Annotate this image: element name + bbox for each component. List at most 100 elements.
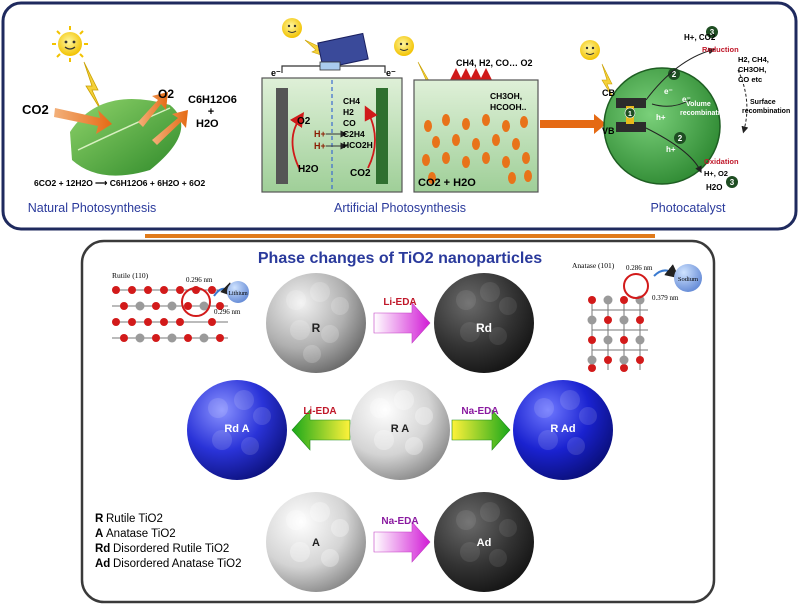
o2-out-arrow	[138, 92, 168, 127]
anatase-lattice: Anatase (101) 0.286 nm 0.379 nm Sodium	[572, 261, 702, 372]
electron-label: e⁻	[682, 95, 691, 104]
lithium-ion-icon	[227, 281, 249, 303]
vb-label: VB	[602, 126, 615, 136]
cb-label: CB	[602, 88, 615, 98]
sphere-label: R	[312, 321, 321, 335]
lattice-highlight-ring	[181, 287, 211, 317]
sphere-disordered-anatase: Ad	[434, 492, 534, 592]
anatase-label: Anatase (101)	[572, 261, 615, 270]
sphere-rutile-disordered-anatase: R Ad	[513, 380, 613, 480]
sphere-label: Rd A	[224, 423, 249, 435]
electron-label: e⁻	[664, 87, 673, 96]
rutile-distance-1: 0.296 nm	[186, 276, 213, 284]
cell-h-plus-1: H+	[314, 129, 326, 139]
natural-photosynthesis-title: Natural Photosynthesis	[28, 201, 157, 215]
rutile-lattice: Rutile (110) 0.296 nm 0.296 nm Lithium	[112, 271, 249, 343]
step-number: 2	[678, 134, 683, 143]
legend-text: Disordered Rutile TiO2	[113, 543, 229, 555]
reduction-product: CO etc	[738, 75, 762, 84]
natural-equation: 6CO2 + 12H2O ⟶ C6H12O6 + 6H2O + 6O2	[34, 178, 205, 188]
sodium-ion-icon	[674, 264, 702, 292]
legend-symbol: A	[95, 528, 103, 540]
photocatalyst-group: CB VB 1 2 2 3 3 e⁻ e⁻ h+ h+ H+, CO2 Redu…	[580, 26, 790, 215]
surface-recombination-2: recombination	[742, 108, 790, 115]
photocatalyst-water: H2O	[706, 183, 722, 192]
sphere-disordered-rutile-anatase: Rd A	[187, 380, 287, 480]
natural-plus-label: +	[208, 106, 214, 118]
sphere-label: A	[312, 537, 320, 549]
reduction-product: CH3OH,	[738, 65, 766, 74]
legend-text: Rutile TiO2	[106, 513, 163, 525]
legend-item: Ad Disordered Anatase TiO2	[95, 558, 242, 570]
hole-label: h+	[666, 145, 676, 154]
sun-icon	[580, 40, 600, 60]
suspension-inputs: CO2 + H2O	[418, 177, 476, 189]
photocatalyst-top-label: H+, CO2	[684, 33, 716, 42]
phase-legend: R Rutile TiO2 A Anatase TiO2 Rd Disorder…	[95, 513, 242, 570]
anode-electrode	[276, 88, 288, 184]
volume-recombination-2: recombination	[680, 110, 728, 117]
legend-item: R Rutile TiO2	[95, 513, 163, 525]
valence-band	[616, 122, 646, 132]
anatase-distance-2: 0.379 nm	[652, 294, 679, 302]
reduction-label: Reduction	[702, 45, 739, 54]
reaction-arrow-li-1	[373, 302, 431, 344]
legend-symbol: Rd	[95, 543, 110, 555]
oxidation-products: H+, O2	[704, 169, 728, 178]
legend-item: A Anatase TiO2	[95, 528, 176, 540]
legend-symbol: R	[95, 513, 104, 525]
step-number: 3	[730, 178, 735, 187]
photocatalyst-title: Photocatalyst	[650, 201, 726, 215]
natural-o2-label: O2	[158, 87, 174, 101]
suspension-liquid-1: CH3OH,	[490, 91, 522, 101]
phase-changes-title: Phase changes of TiO2 nanoparticles	[258, 250, 542, 267]
legend-symbol: Ad	[95, 558, 110, 570]
cell-co2: CO2	[350, 168, 371, 179]
natural-co2-label: CO2	[22, 102, 49, 117]
cell-o2: O2	[297, 116, 311, 127]
anatase-distance-1: 0.286 nm	[626, 264, 653, 272]
legend-item: Rd Disordered Rutile TiO2	[95, 543, 229, 555]
reagent-label: Na-EDA	[461, 406, 498, 417]
zoom-arrow	[540, 114, 606, 134]
suspension-tank	[413, 79, 539, 193]
sodium-label: Sodium	[678, 276, 698, 283]
suspension-gases: CH4, H2, CO… O2	[456, 58, 533, 68]
reaction-arrow-na-1	[451, 409, 511, 451]
conduction-band	[616, 98, 646, 108]
sphere-rutile: R	[266, 273, 366, 373]
reaction-arrow-li-2	[291, 409, 351, 451]
cell-water: H2O	[298, 164, 319, 175]
cell-electron-left: e⁻	[271, 68, 281, 78]
step-number: 3	[710, 28, 715, 37]
artificial-suspension-group: CH4, H2, CO… O2 CH3OH, HCOOH.. CO2 + H2O…	[334, 36, 539, 215]
sun-icon	[394, 36, 414, 56]
legend-text: Anatase TiO2	[106, 528, 176, 540]
artificial-photosynthesis-title: Artificial Photosynthesis	[334, 201, 466, 215]
cell-electron-right: e⁻	[386, 68, 396, 78]
lattice-highlight-ring	[623, 273, 649, 299]
solar-panel-icon	[317, 32, 369, 70]
artificial-cell-group: e⁻ e⁻ O2 H+ H+ H2O CO2 CH4 H2 CO C2H4 HC…	[261, 18, 403, 193]
reagent-label: Na-EDA	[381, 516, 418, 527]
cell-h-plus-2: H+	[314, 141, 326, 151]
oxidation-label: Oxidation	[704, 157, 739, 166]
hole-label: h+	[656, 113, 666, 122]
reaction-arrow-na-2	[373, 521, 431, 563]
sphere-rutile-anatase: R A	[350, 380, 450, 480]
sphere-disordered-rutile: Rd	[434, 273, 534, 373]
sun-icon	[282, 18, 302, 38]
rutile-distance-2: 0.296 nm	[214, 308, 241, 316]
sphere-label: Rd	[476, 321, 492, 335]
lithium-label: Lithium	[228, 291, 248, 297]
reduction-product: H2, CH4,	[738, 55, 769, 64]
cell-product: CO	[343, 118, 356, 128]
catalyst-particle	[603, 67, 721, 185]
reagent-label: Li-EDA	[303, 406, 336, 417]
suspension-liquid-2: HCOOH..	[490, 102, 526, 112]
sun-icon	[52, 26, 88, 62]
sphere-anatase: A	[266, 492, 366, 592]
sphere-label: R A	[391, 423, 410, 435]
natural-water-label: H2O	[196, 118, 219, 130]
cell-product: CH4	[343, 96, 360, 106]
